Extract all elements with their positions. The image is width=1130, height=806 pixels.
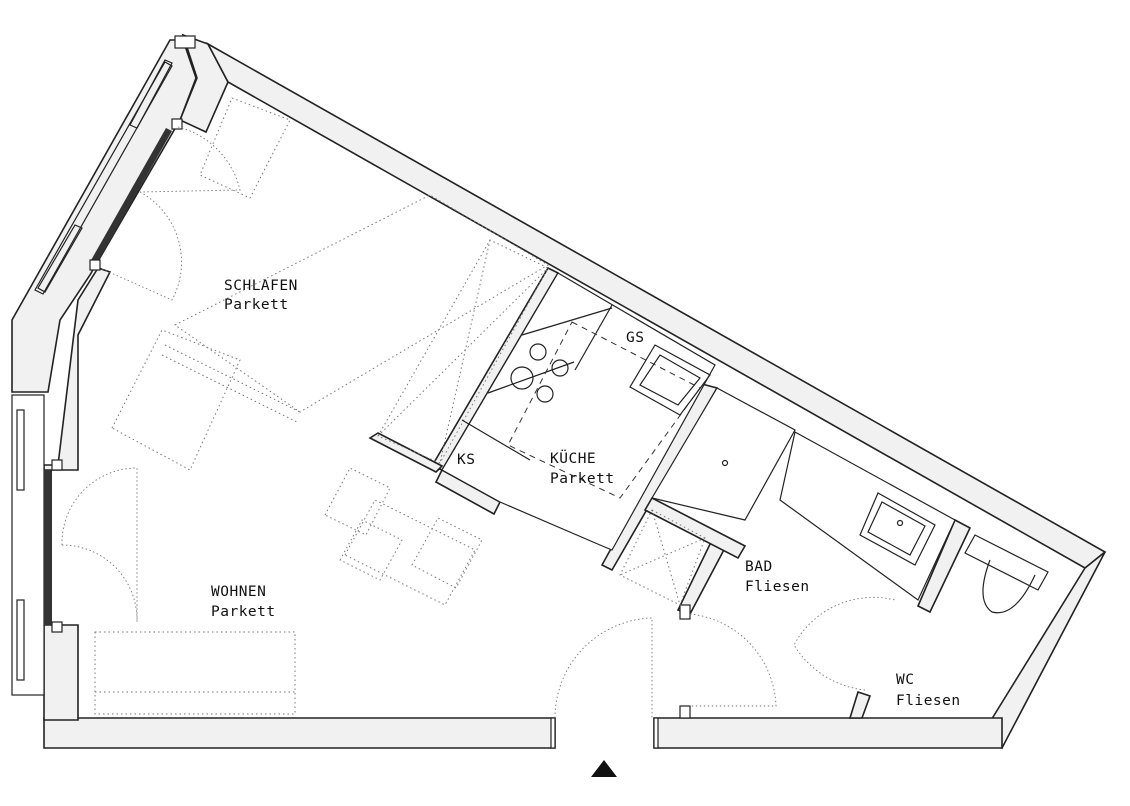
- wall-shower: [643, 496, 747, 560]
- window-left-upper: [34, 61, 173, 295]
- toilet: [982, 559, 1036, 614]
- exterior-walls: [11, 33, 1107, 750]
- dining-table: [344, 499, 476, 606]
- door-wc: [793, 596, 896, 691]
- room-kueche-name: KÜCHE: [550, 449, 596, 467]
- room-bad-name: BAD: [745, 559, 773, 575]
- kitchen-counter: [441, 272, 716, 551]
- bath-cabinet: [651, 387, 796, 521]
- room-schlafen-name: SCHLAFEN: [224, 278, 298, 294]
- sofa: [94, 631, 296, 715]
- kitchen: [441, 272, 716, 551]
- wall-bath-stub: [676, 538, 728, 615]
- wall-bottom-right: [653, 717, 1003, 749]
- window-post-1: [51, 459, 63, 471]
- room-schlafen-floor: Parkett: [224, 297, 289, 313]
- windows: [11, 35, 196, 696]
- wall-left-upper: [11, 39, 197, 393]
- door-balcony-upper-1: [139, 126, 241, 193]
- room-wohnen-name: WOHNEN: [211, 584, 266, 600]
- door-balcony-lower-2: [61, 544, 138, 623]
- wall-bath-wc: [916, 518, 972, 614]
- washbasin: [859, 492, 936, 566]
- room-kueche-floor: Parkett: [550, 471, 615, 487]
- doors: [61, 126, 896, 719]
- room-wc-name: WC: [896, 672, 914, 688]
- wall-wc-jamb: [848, 690, 872, 719]
- wardrobe: [199, 97, 291, 199]
- triangle-up-icon: [591, 760, 617, 777]
- dishwasher-label: GS: [626, 330, 644, 346]
- wall-right: [983, 551, 1106, 750]
- wardrobe-2: [111, 329, 241, 471]
- window-post-2: [51, 621, 63, 633]
- wall-left-lower: [43, 624, 79, 721]
- wc-tank: [964, 534, 1049, 591]
- room-wc-floor: Fliesen: [896, 693, 961, 709]
- room-labels: SCHLAFEN Parkett WOHNEN Parkett KÜCHE Pa…: [211, 278, 961, 709]
- door-balcony-upper-2: [99, 191, 182, 301]
- bed: [174, 194, 549, 413]
- wall-bottom-left: [43, 717, 556, 749]
- door-entrance: [554, 617, 653, 719]
- door-balcony-lower-1: [61, 467, 138, 546]
- bathroom: [619, 387, 1049, 614]
- dishwasher: [629, 344, 711, 416]
- fridge-label: KS: [457, 452, 475, 468]
- furniture: [94, 97, 549, 715]
- room-wohnen-floor: Parkett: [211, 604, 276, 620]
- door-bath: [689, 613, 777, 707]
- stove: [510, 343, 569, 403]
- room-bad-floor: Fliesen: [745, 579, 810, 595]
- wall-bedroom-end: [368, 432, 444, 473]
